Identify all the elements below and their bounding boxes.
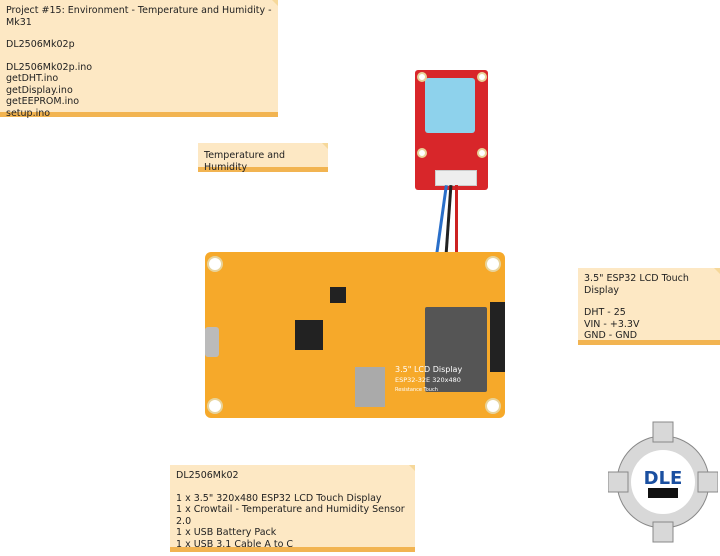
display-note: 3.5" ESP32 LCD Touch Display DHT - 25 VI… xyxy=(578,268,720,345)
dht-sensor-module xyxy=(415,70,488,190)
board-label: 3.5" LCD Display xyxy=(395,365,463,374)
pin-item: GND - GND xyxy=(584,330,638,341)
esp32-lcd-board: 3.5" LCD Display ESP32-32E 320x480 Resis… xyxy=(205,252,505,418)
file-item: getDisplay.ino xyxy=(6,84,73,96)
part-item: 1 x 3.5" 320x480 ESP32 LCD Touch Display xyxy=(176,492,382,504)
sensor-label-note: Temperature and Humidity xyxy=(198,143,328,173)
sketch-name: DL2506Mk02p xyxy=(6,39,75,50)
file-item: DL2506Mk02p.ino xyxy=(6,61,93,73)
dle-logo: DLE xyxy=(607,412,719,552)
display-title: 3.5" ESP32 LCD Touch Display xyxy=(584,273,689,296)
project-note: Project #15: Environment - Temperature a… xyxy=(0,0,278,119)
part-item: 1 x USB 3.1 Cable A to C xyxy=(176,538,294,550)
wire-red xyxy=(455,185,458,255)
file-item: getEEPROM.ino xyxy=(6,96,80,107)
board-touch: Resistance Touch xyxy=(395,387,438,393)
part-item: 1 x Crowtail - Temperature and Humidity … xyxy=(176,504,405,527)
file-item: getDHT.ino xyxy=(6,73,59,84)
part-item: 1 x USB Battery Pack xyxy=(176,527,277,538)
pin-item: DHT - 25 xyxy=(584,307,626,318)
project-title: Project #15: Environment - Temperature a… xyxy=(6,5,272,28)
sensor-label: Temperature and Humidity xyxy=(204,150,286,173)
board-model: ESP32-32E 320x480 xyxy=(395,376,461,384)
parts-note: DL2506Mk02 1 x 3.5" 320x480 ESP32 LCD To… xyxy=(170,465,415,552)
file-item: setup.ino xyxy=(6,107,51,119)
parts-title: DL2506Mk02 xyxy=(176,470,239,481)
logo-text: DLE xyxy=(644,468,683,489)
pin-item: VIN - +3.3V xyxy=(584,318,640,330)
